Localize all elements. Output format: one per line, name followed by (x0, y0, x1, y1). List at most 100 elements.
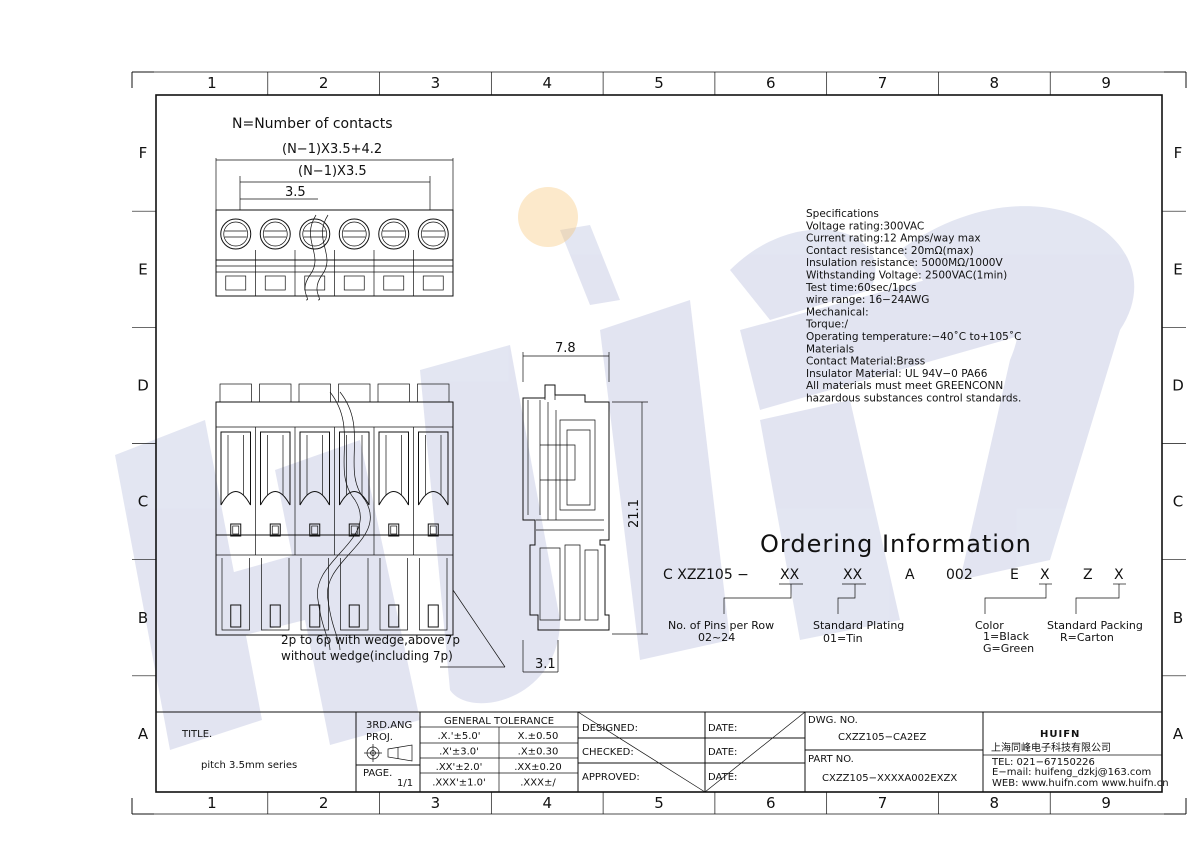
code-part-packing: X (1114, 567, 1124, 583)
color-value-black: 1=Black (983, 630, 1030, 643)
grid-col-label-top: 4 (542, 74, 552, 92)
spec-line: Specifications (806, 208, 879, 220)
pin-slot (427, 604, 439, 628)
screw-head-icon (338, 218, 370, 250)
grid-row-label-right: B (1173, 609, 1183, 627)
tolerance-linear-cell: .X±0.30 (518, 747, 559, 758)
grid-col-label-top: 5 (654, 74, 664, 92)
grid-col-label-top: 6 (766, 74, 776, 92)
pin-slot (388, 604, 400, 628)
code-part-e: E (1010, 567, 1019, 583)
title-value: pitch 3.5mm series (201, 760, 297, 771)
grid-col-label-top: 9 (1101, 74, 1111, 92)
tolerance-table: .X.'±5.0'X.±0.50.X'±3.0'.X±0.30.XX'±2.0'… (432, 731, 562, 789)
test-window-icon (269, 523, 281, 537)
tolerance-title: GENERAL TOLERANCE (444, 716, 554, 727)
part-label: PART NO. (808, 754, 854, 765)
grid-row-label-right: A (1173, 725, 1184, 743)
color-label: Color (975, 619, 1004, 632)
grid-col-label-top: 2 (319, 74, 329, 92)
wire-entry (220, 431, 251, 506)
code-part-002: 002 (946, 567, 973, 583)
spec-line: Materials (806, 343, 854, 355)
test-window-icon (348, 523, 360, 537)
grid-row-label-left: B (138, 609, 148, 627)
grid-col-label-bottom: 9 (1101, 794, 1111, 812)
grid-col-label-bottom: 2 (319, 794, 329, 812)
wedge-note-line1: 2p to 6p with wedge,above7p (281, 633, 460, 647)
grid-col-label-bottom: 4 (542, 794, 552, 812)
plug-top-cap (377, 383, 410, 403)
company-logo: HUIFN (1040, 729, 1080, 740)
ordering-title: Ordering Information (760, 530, 1032, 558)
part-value: CXZZ105−XXXXA002EXZX (822, 773, 957, 784)
wire-entry (339, 431, 370, 506)
tolerance-linear-cell: X.±0.50 (518, 731, 559, 742)
side-view: 7.8 21.1 3.1 (522, 341, 648, 673)
grid-col-label-top: 3 (431, 74, 441, 92)
code-part-a: A (905, 567, 915, 583)
spec-line: Torque:/ (805, 319, 849, 331)
spec-line: Test time:60sec/1pcs (805, 282, 916, 294)
dwg-label: DWG. NO. (808, 715, 858, 726)
spec-line: Insulation resistance: 5000MΩ/1000V (806, 257, 1003, 269)
plug-top-cap (338, 383, 371, 403)
checked-label: CHECKED: (582, 747, 634, 758)
page-label: PAGE. (363, 768, 392, 779)
code-part-z: Z (1083, 567, 1093, 583)
watermark (115, 206, 1135, 750)
plug-view: 2p to 6p with wedge,above7p without wedg… (215, 383, 506, 668)
grid-row-label-left: E (138, 260, 147, 278)
date-label-checked: DATE: (708, 747, 737, 758)
packing-label: Standard Packing (1047, 619, 1143, 632)
screw-head-icon (220, 218, 252, 250)
spec-line: hazardous substances control standards. (806, 393, 1021, 405)
spec-line: Withstanding Voltage: 2500VAC(1min) (806, 270, 1007, 282)
spec-line: Current rating:12 Amps/way max (806, 233, 981, 245)
dim-height-label: 21.1 (627, 499, 642, 528)
tolerance-angle-cell: .X.'±5.0' (438, 731, 481, 742)
plug-top-cap (298, 383, 331, 403)
tolerance-linear-cell: .XX±0.20 (514, 762, 562, 773)
screw-head-icon (378, 218, 410, 250)
spec-line: Mechanical: (806, 306, 869, 318)
company-web: WEB: www.huifn.com www.huifn.cn (992, 778, 1169, 789)
grid-col-label-bottom: 6 (766, 794, 776, 812)
code-part-pins: XX (780, 567, 800, 583)
front-view: N=Number of contacts (N−1)X3.5+4.2 (N−1)… (215, 116, 454, 301)
dim-pitch-total-label: (N−1)X3.5 (298, 164, 367, 179)
company-email: E−mail: huifeng_dzkj@163.com (992, 767, 1151, 778)
title-block: TITLE. pitch 3.5mm series 3RD.ANG PROJ. … (155, 711, 1169, 793)
company-name: 上海同峰电子科技有限公司 (991, 741, 1111, 754)
grid-row-label-left: D (137, 376, 149, 394)
grid-row-label-left: C (138, 493, 148, 511)
grid-col-label-bottom: 1 (207, 794, 217, 812)
grid-col-label-bottom: 3 (431, 794, 441, 812)
wedge-note-line2: without wedge(including 7p) (281, 649, 453, 663)
watermark-dot-icon (518, 187, 578, 247)
grid-col-label-bottom: 5 (654, 794, 664, 812)
pins-label: No. of Pins per Row (668, 619, 774, 632)
pin-slot (230, 604, 242, 628)
code-part-plating: XX (843, 567, 863, 583)
grid-row-label-right: E (1173, 260, 1182, 278)
screw-head-icon (299, 218, 331, 250)
angle-label-1: 3RD.ANG (366, 720, 412, 731)
tolerance-linear-cell: .XXX±/ (520, 778, 556, 789)
wire-entry (418, 431, 449, 506)
screw-head-icon (259, 218, 291, 250)
grid-col-label-bottom: 7 (878, 794, 888, 812)
test-window-icon (309, 523, 321, 537)
grid-row-label-right: D (1172, 376, 1184, 394)
page-value: 1/1 (397, 778, 413, 789)
packing-value: R=Carton (1060, 631, 1114, 644)
test-window-icon (427, 523, 439, 537)
plug-top-cap (219, 383, 252, 403)
title-label: TITLE. (181, 729, 212, 740)
grid-col-label-top: 8 (990, 74, 1000, 92)
plating-value: 01=Tin (823, 632, 863, 645)
pin-slot (309, 604, 321, 628)
tolerance-angle-cell: .XXX'±1.0' (432, 778, 486, 789)
